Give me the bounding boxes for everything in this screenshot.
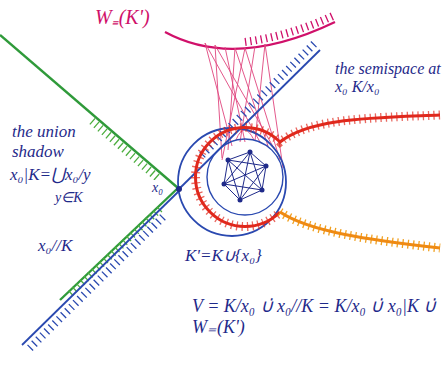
blue-hatch [202,43,315,155]
blue-line [22,190,180,345]
green-hatch [92,121,160,180]
index-label: y∈K [55,190,83,206]
point-label: x₀ [151,180,164,196]
region-label: the union shadow [12,122,94,161]
formula-label: V = K/x₀ ∪̇ x₀//K = K/x₀ ∪̇ x₀|K ∪̇ W₌(K… [192,296,442,337]
formula-label: x₀|K=⋃x₀/y [10,165,91,185]
set-label: W₌(K') [95,6,150,29]
red-hatch [195,115,440,226]
green-line [0,35,178,188]
orange-hatch [280,212,440,248]
k-graph [224,152,266,200]
w-curve [165,22,335,49]
k-circle [207,139,283,215]
set-label: x₀//K [38,236,72,256]
w-hatch [245,15,335,42]
set-label: K'=K∪{x₀} [185,246,262,266]
blue-hatch [29,217,163,349]
red-boundary [195,115,440,226]
orange-boundary [280,212,440,248]
x0-point [176,186,182,192]
blue-line [180,50,320,188]
k-points [222,150,269,203]
region-label: the semispace at x₀ K/x₀ [335,60,441,97]
